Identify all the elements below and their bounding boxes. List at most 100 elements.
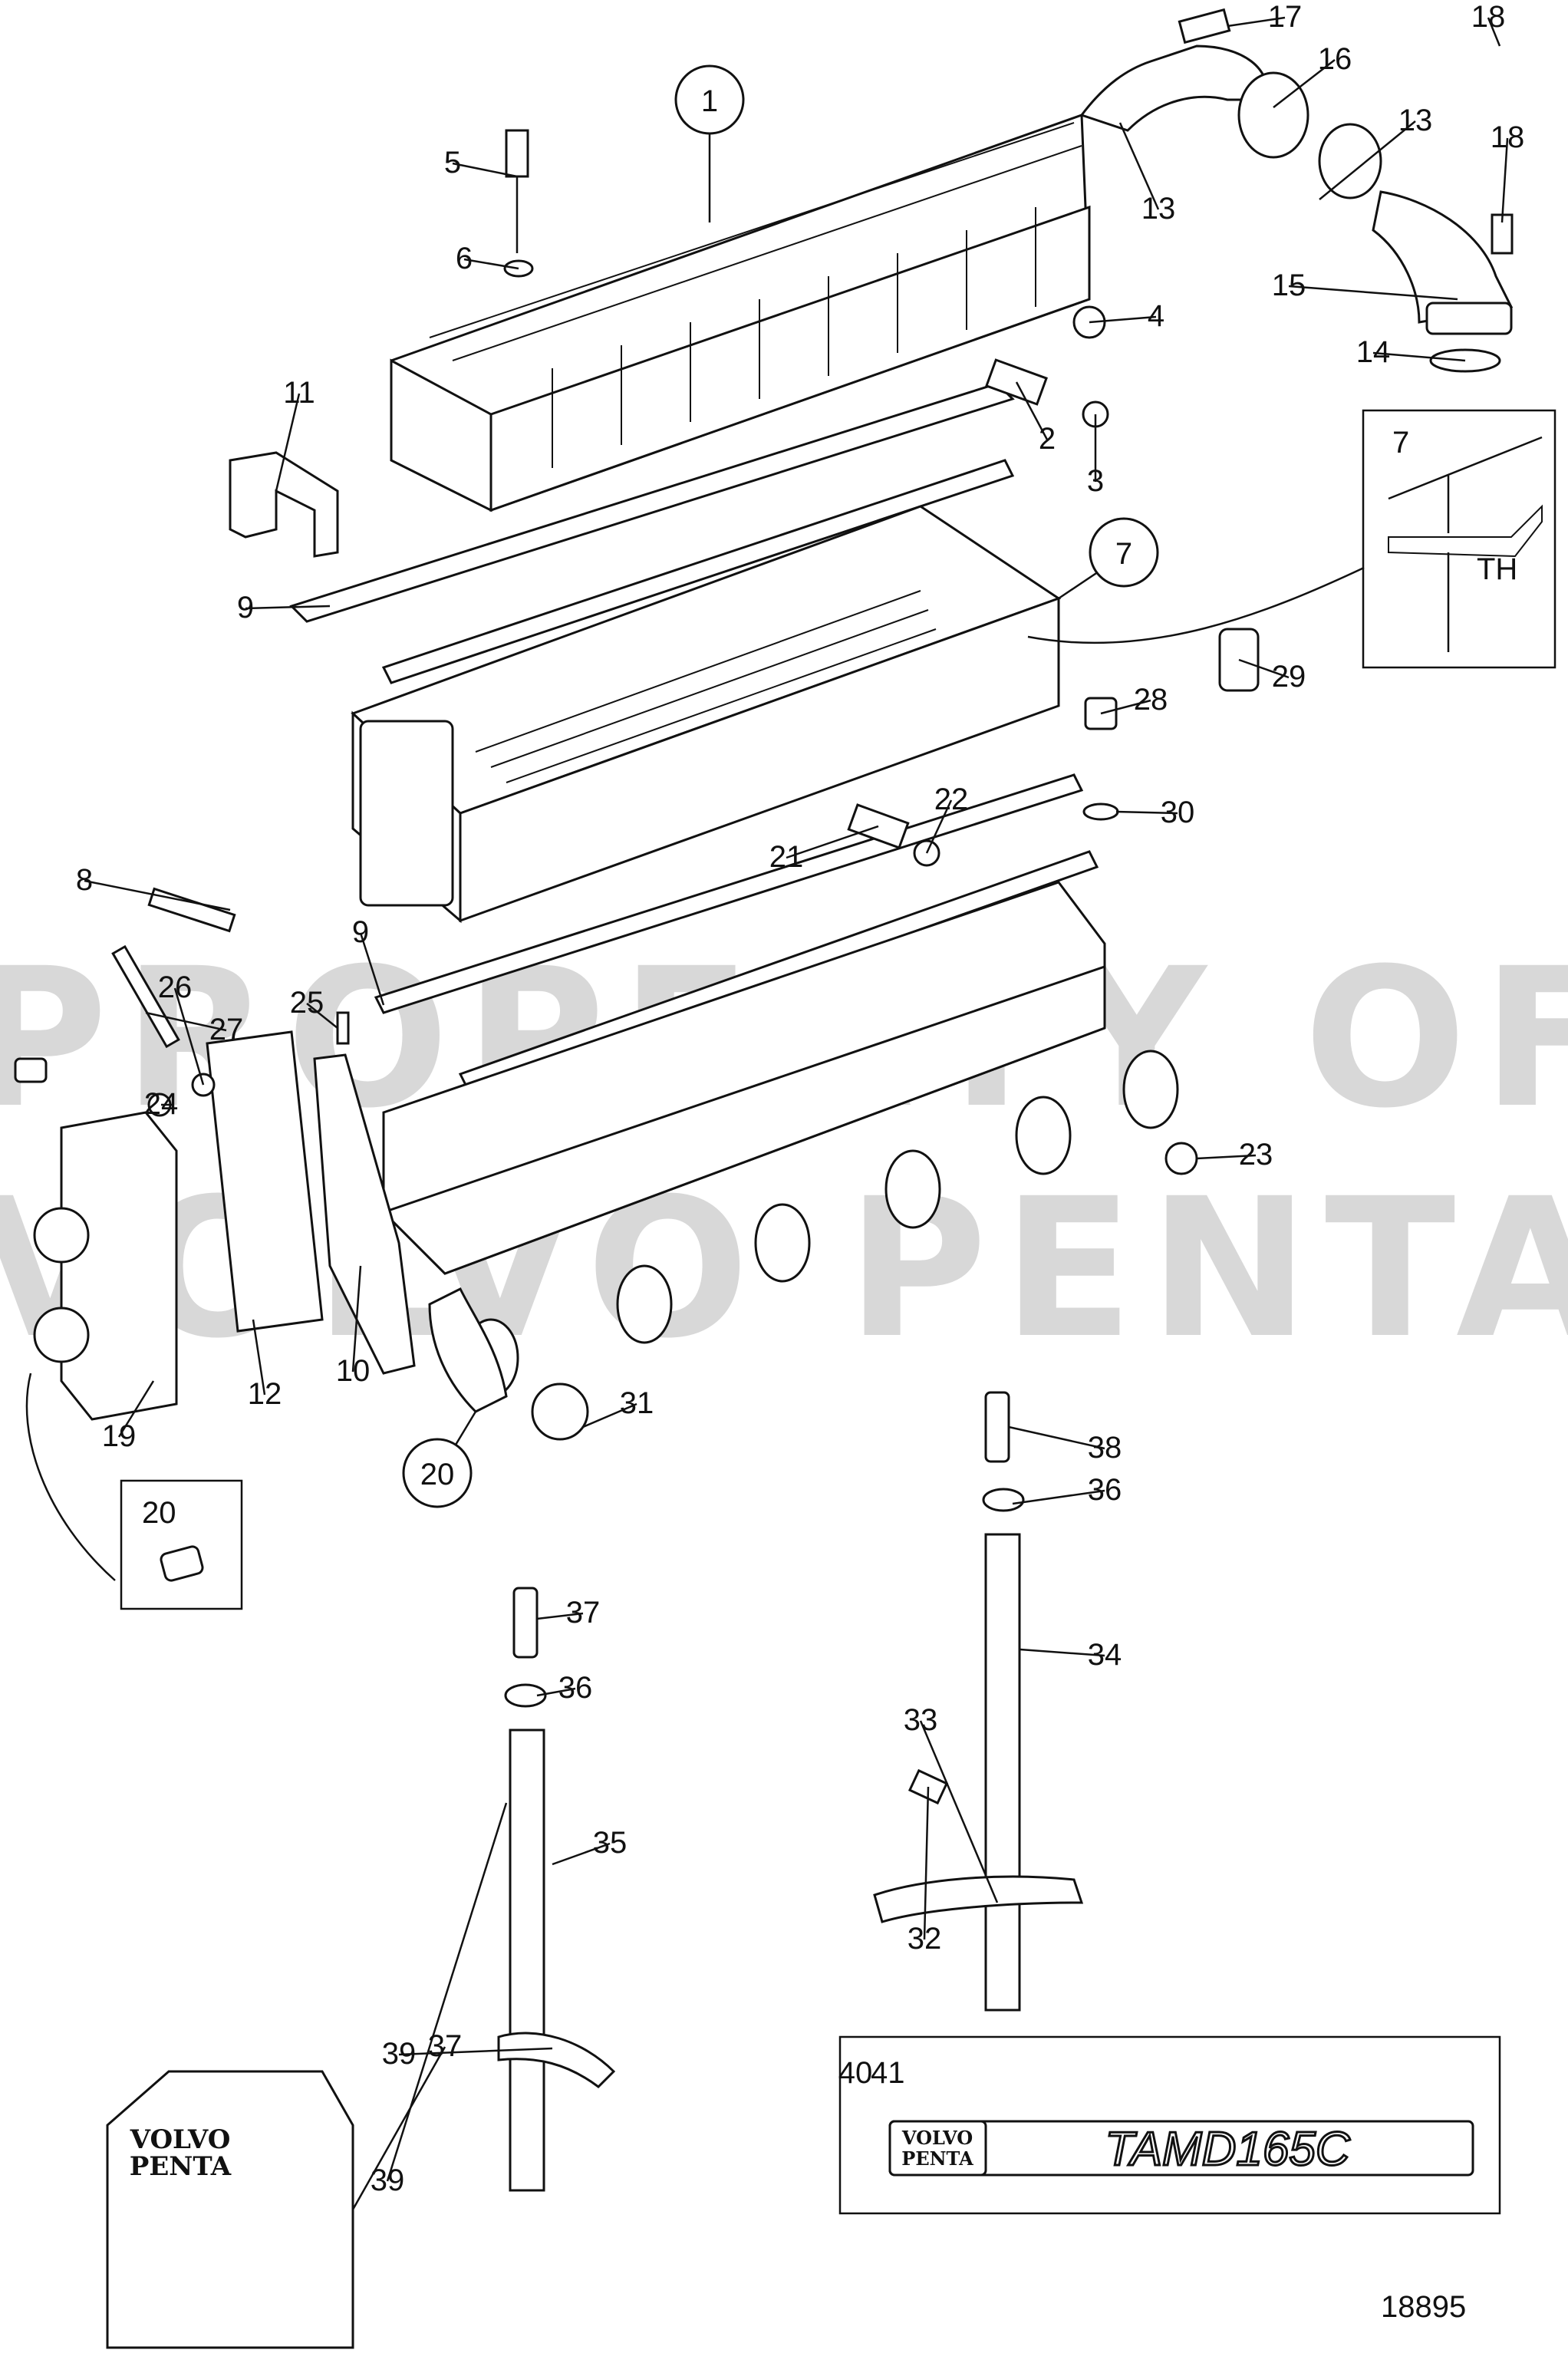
part-number-label: 34 bbox=[1088, 1638, 1122, 1672]
leader-line bbox=[1020, 1648, 1105, 1657]
th-dimension-label: TH bbox=[1477, 552, 1517, 586]
leader-line bbox=[1089, 315, 1157, 324]
circled-label-ring bbox=[1089, 517, 1159, 588]
manual-brand-line-2: PENTA bbox=[130, 2151, 232, 2182]
leader-line bbox=[252, 1319, 266, 1396]
leader-line bbox=[1012, 1489, 1105, 1505]
leader-line bbox=[145, 1011, 227, 1032]
leader-line bbox=[1288, 285, 1458, 301]
leader-line bbox=[1500, 137, 1509, 223]
part-number-label: 38 bbox=[1088, 1431, 1122, 1465]
leader-line bbox=[1118, 122, 1160, 210]
side-gasket bbox=[313, 1053, 416, 1375]
part-number-label: 18 bbox=[1471, 0, 1506, 34]
part-number-label: 13 bbox=[1398, 104, 1433, 137]
leader-line bbox=[351, 1265, 362, 1373]
part-number-label: 32 bbox=[908, 1922, 942, 1956]
leader-line bbox=[1238, 658, 1290, 679]
plug-arrow bbox=[25, 1373, 116, 1581]
leader-line bbox=[536, 1687, 576, 1697]
part-number-label: 17 bbox=[1268, 0, 1303, 34]
part-number-label: 14 bbox=[1356, 335, 1391, 369]
leader-line bbox=[1227, 16, 1286, 28]
part-number-label: 39 bbox=[371, 2164, 405, 2197]
gasket-upper bbox=[289, 382, 1015, 684]
part-number-label: 2 bbox=[1039, 422, 1056, 456]
part-number-label: 36 bbox=[558, 1671, 593, 1705]
leader-line bbox=[275, 393, 301, 492]
leader-line bbox=[1196, 1154, 1257, 1160]
leader-line bbox=[306, 1003, 338, 1029]
part-number-label: 7 bbox=[1115, 537, 1132, 571]
leader-line bbox=[1015, 381, 1049, 440]
leader-lines bbox=[84, 16, 1509, 2210]
part-number-label: 25 bbox=[290, 986, 324, 1020]
circled-label-ring bbox=[402, 1438, 473, 1508]
part-number-label: 37 bbox=[566, 1596, 601, 1630]
charge-air-cooler-housing bbox=[390, 113, 1091, 512]
leader-line bbox=[351, 2046, 446, 2210]
leader-line bbox=[1115, 810, 1178, 815]
part-number-label: 22 bbox=[934, 783, 969, 816]
drawing-number: 18895 bbox=[1381, 2290, 1466, 2324]
part-number-label: 40 bbox=[838, 2056, 873, 2090]
leader-line bbox=[245, 605, 331, 610]
part-number-label: 9 bbox=[237, 591, 254, 625]
part-number-label: 33 bbox=[904, 1703, 938, 1737]
part-number-label: 5 bbox=[444, 146, 461, 180]
leader-line bbox=[1372, 351, 1466, 362]
circled-label-rings bbox=[402, 64, 1159, 1508]
seal-strip bbox=[147, 887, 236, 933]
instruction-manual: VOLVO PENTA bbox=[106, 2070, 354, 2349]
part-number-label: 19 bbox=[102, 1419, 137, 1453]
bracket bbox=[229, 451, 339, 558]
part-number-label: 18 bbox=[1491, 120, 1525, 154]
leader-line bbox=[786, 825, 879, 859]
leader-line bbox=[117, 1380, 155, 1438]
leader-line bbox=[1008, 1425, 1105, 1450]
part-number-label: 1 bbox=[701, 84, 718, 118]
leader-line bbox=[173, 987, 205, 1086]
drain-hose-left bbox=[497, 1587, 616, 2192]
part-number-label: 36 bbox=[1088, 1473, 1122, 1507]
part-number-label: 35 bbox=[593, 1826, 628, 1860]
decal-brand-line-1: VOLVO bbox=[901, 2127, 973, 2149]
leader-line bbox=[582, 1402, 637, 1429]
leader-line bbox=[463, 258, 519, 270]
drain-hose-right bbox=[873, 1391, 1084, 2012]
part-number-label: 9 bbox=[352, 915, 369, 949]
decal-model-text: TAMD165C bbox=[1105, 2123, 1350, 2176]
end-cover bbox=[33, 1111, 178, 1421]
leader-line bbox=[386, 1802, 508, 2182]
leader-line bbox=[452, 162, 518, 178]
part-number-label: 4 bbox=[1148, 299, 1164, 333]
leader-line bbox=[536, 1612, 584, 1620]
decal-brand-line-2: PENTA bbox=[901, 2147, 973, 2170]
part-number-label: 8 bbox=[76, 863, 93, 897]
part-number-label: 21 bbox=[769, 840, 804, 874]
part-number-label: 6 bbox=[456, 242, 473, 275]
cooler-core bbox=[351, 505, 1062, 924]
part-number-label: 23 bbox=[1239, 1138, 1273, 1172]
part-number-label: 10 bbox=[336, 1354, 371, 1388]
leader-line bbox=[1319, 120, 1416, 200]
part-number-label: 30 bbox=[1161, 796, 1195, 829]
end-gasket bbox=[206, 1030, 324, 1333]
leader-line bbox=[919, 1720, 999, 1903]
leader-line bbox=[359, 932, 385, 1006]
decal-inset-number: 41 bbox=[871, 2056, 905, 2090]
circled-label-ring bbox=[674, 64, 745, 135]
manual-brand-line-1: VOLVO bbox=[130, 2124, 231, 2155]
part-number-label: 11 bbox=[283, 376, 315, 410]
part-number-label: 3 bbox=[1087, 464, 1104, 498]
leader-line bbox=[398, 2047, 553, 2056]
th-inset-number: 7 bbox=[1392, 426, 1409, 460]
part-number-label: 27 bbox=[209, 1013, 244, 1046]
th-detail-inset: 7 TH bbox=[1362, 409, 1556, 669]
plug-detail-inset: 20 bbox=[120, 1479, 243, 1610]
part-number-label: 20 bbox=[420, 1458, 455, 1491]
leader-line bbox=[552, 1842, 611, 1866]
part-number-label: 12 bbox=[248, 1377, 282, 1411]
leader-line bbox=[923, 1786, 930, 1940]
